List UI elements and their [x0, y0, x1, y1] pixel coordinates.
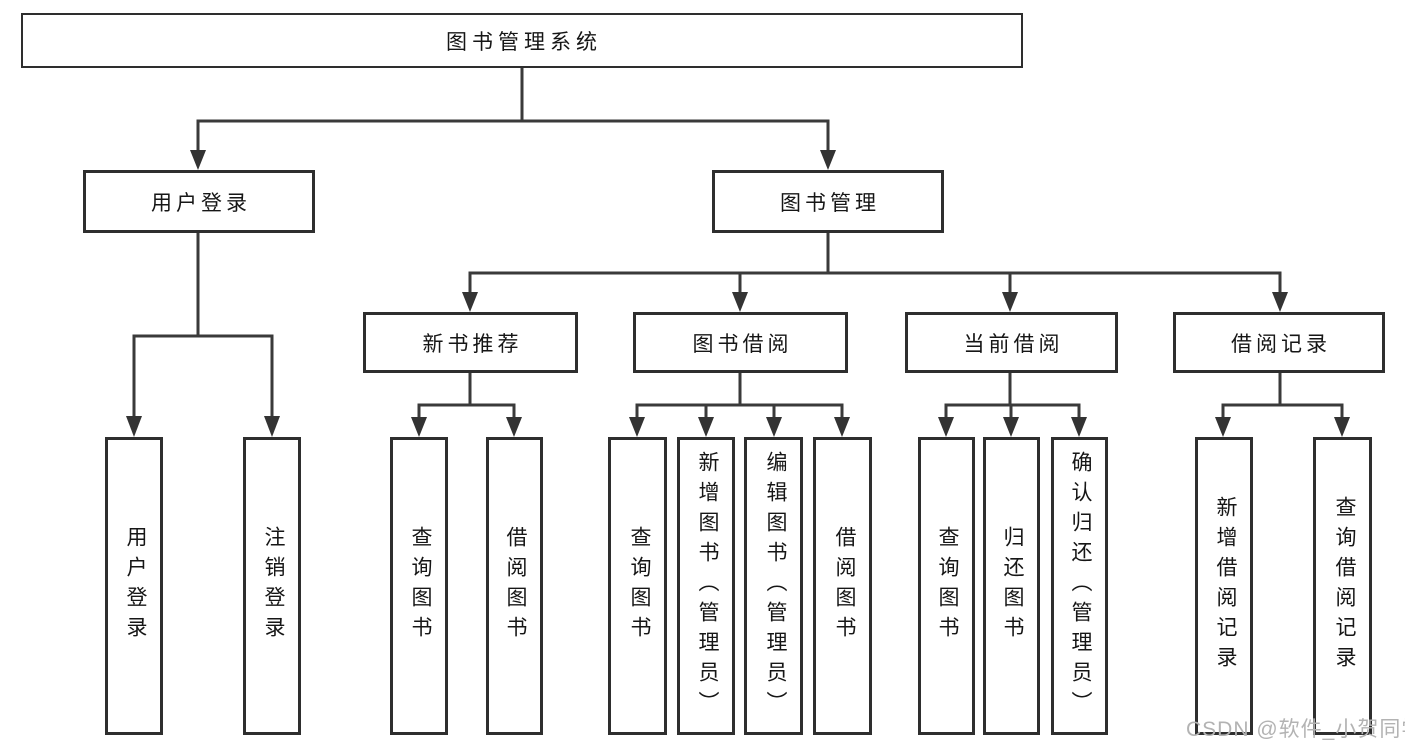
leaf-edit-books-admin: 编辑图书（管理员）	[744, 437, 803, 735]
node-book-borrowing: 图书借阅	[633, 312, 848, 373]
leaf-query-books-borrowing: 查询图书	[608, 437, 667, 735]
node-book-management: 图书管理	[712, 170, 944, 233]
connector-current-borrowing-to-leaves	[938, 373, 1087, 437]
leaf-query-books-recommend: 查询图书	[390, 437, 448, 735]
connector-book-management-to-level3	[462, 233, 1288, 312]
leaf-query-borrow-record: 查询借阅记录	[1313, 437, 1372, 735]
connector-root-to-level2	[190, 68, 836, 170]
leaf-add-books-admin: 新增图书（管理员）	[677, 437, 735, 735]
leaf-borrow-books: 借阅图书	[813, 437, 872, 735]
leaf-borrow-books-recommend: 借阅图书	[486, 437, 543, 735]
connector-book-borrowing-to-leaves	[629, 373, 850, 437]
connector-new-book-recommend-to-leaves	[411, 373, 522, 437]
leaf-add-borrow-record: 新增借阅记录	[1195, 437, 1253, 735]
leaf-logout: 注销登录	[243, 437, 301, 735]
node-current-borrowing: 当前借阅	[905, 312, 1118, 373]
node-library-management-system: 图书管理系统	[21, 13, 1023, 68]
leaf-return-books: 归还图书	[983, 437, 1040, 735]
csdn-watermark: CSDN @软件_小贺同学	[1186, 718, 1405, 741]
node-user-login: 用户登录	[83, 170, 315, 233]
leaf-confirm-return-admin: 确认归还（管理员）	[1051, 437, 1108, 735]
leaf-query-books-current: 查询图书	[918, 437, 975, 735]
connector-borrowing-records-to-leaves	[1215, 373, 1350, 437]
connector-user-login-to-leaves	[126, 233, 280, 437]
node-new-book-recommend: 新书推荐	[363, 312, 578, 373]
node-borrowing-records: 借阅记录	[1173, 312, 1385, 373]
leaf-user-login: 用户登录	[105, 437, 163, 735]
